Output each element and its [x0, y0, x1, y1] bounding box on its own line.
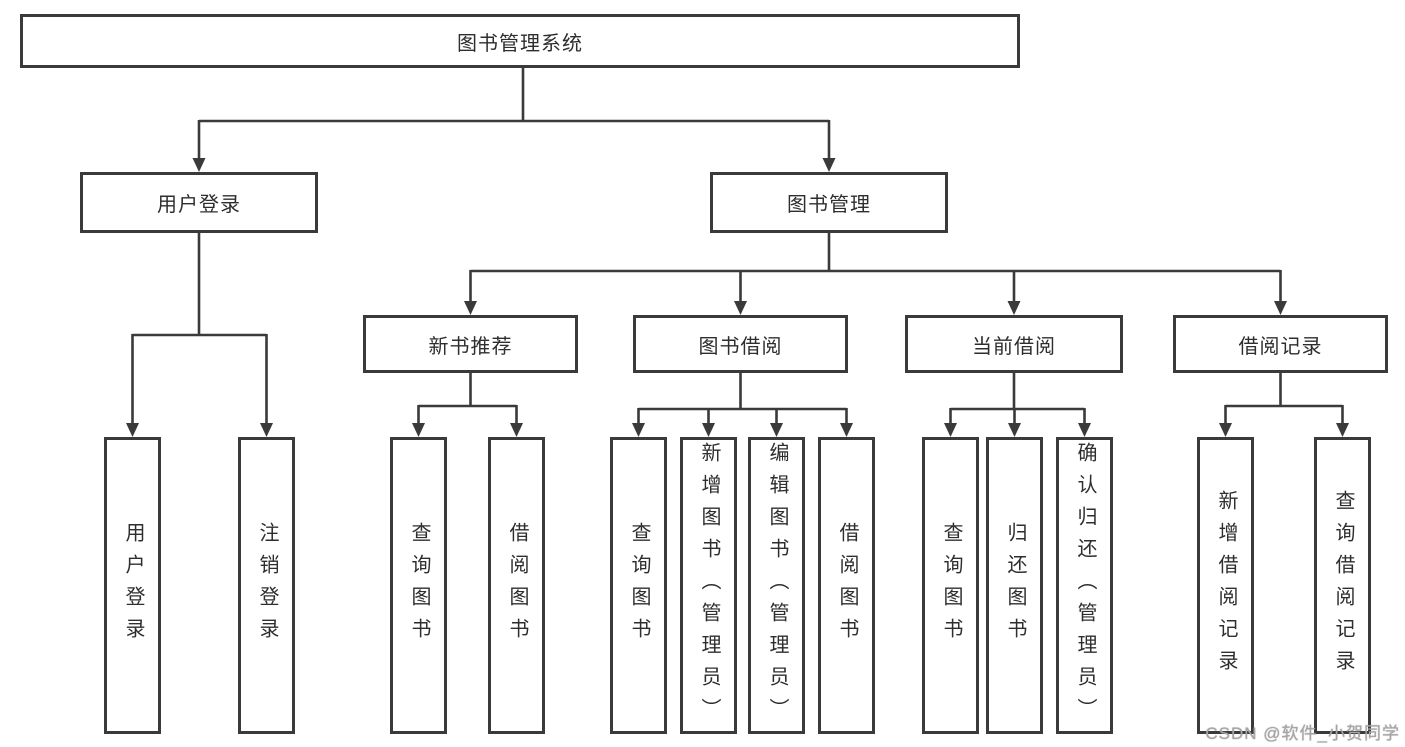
- node-library-management-system: 图书管理系统: [20, 14, 1020, 68]
- node-label: 用户登录: [157, 194, 241, 216]
- node-book-borrowing: 图书借阅: [633, 315, 848, 373]
- node-label: 图书管理系统: [457, 32, 583, 55]
- leaf-query-books-borrow: 查询图书: [610, 437, 667, 734]
- node-label: 图书管理: [787, 194, 871, 216]
- leaf-query-books-recommend: 查询图书: [390, 437, 447, 734]
- node-current-borrowing: 当前借阅: [905, 315, 1123, 373]
- leaf-borrow-books: 借阅图书: [818, 437, 875, 734]
- leaf-confirm-return-admin: 确认归还（管理员）: [1056, 437, 1113, 734]
- connector-bookmgmt-to-level3: [469, 233, 1282, 303]
- leaf-borrow-books-recommend: 借阅图书: [488, 437, 545, 734]
- node-book-management-branch: 图书管理: [710, 172, 948, 233]
- leaf-return-books: 归还图书: [986, 437, 1043, 734]
- leaf-query-books-current: 查询图书: [922, 437, 979, 734]
- node-label: 借阅记录: [1238, 335, 1323, 358]
- leaf-logout: 注销登录: [238, 437, 295, 734]
- node-user-login-branch: 用户登录: [80, 172, 318, 233]
- node-label: 当前借阅: [972, 335, 1056, 358]
- connector-root-to-level2: [197, 68, 831, 160]
- connector-bookborrow-to-leaves: [637, 373, 848, 425]
- arrowheads: [126, 158, 1349, 437]
- connector-newbook-to-leaves: [417, 373, 518, 425]
- csdn-watermark: CSDN @软件_小贺同学: [1205, 724, 1400, 743]
- connector-records-to-leaves: [1224, 373, 1344, 425]
- connector-userlogin-to-leaves: [131, 233, 268, 425]
- leaf-add-books-admin: 新增图书（管理员）: [680, 437, 737, 734]
- leaf-user-login: 用户登录: [104, 437, 161, 734]
- node-label: 图书借阅: [698, 335, 783, 358]
- leaf-add-borrow-record: 新增借阅记录: [1197, 437, 1254, 734]
- node-label: 新书推荐: [428, 335, 513, 358]
- leaf-edit-books-admin: 编辑图书（管理员）: [748, 437, 805, 734]
- leaf-query-borrow-record: 查询借阅记录: [1314, 437, 1371, 734]
- connector-currentborrow-to-leaves: [949, 373, 1086, 425]
- node-new-book-recommendation: 新书推荐: [363, 315, 578, 373]
- node-borrowing-records: 借阅记录: [1173, 315, 1388, 373]
